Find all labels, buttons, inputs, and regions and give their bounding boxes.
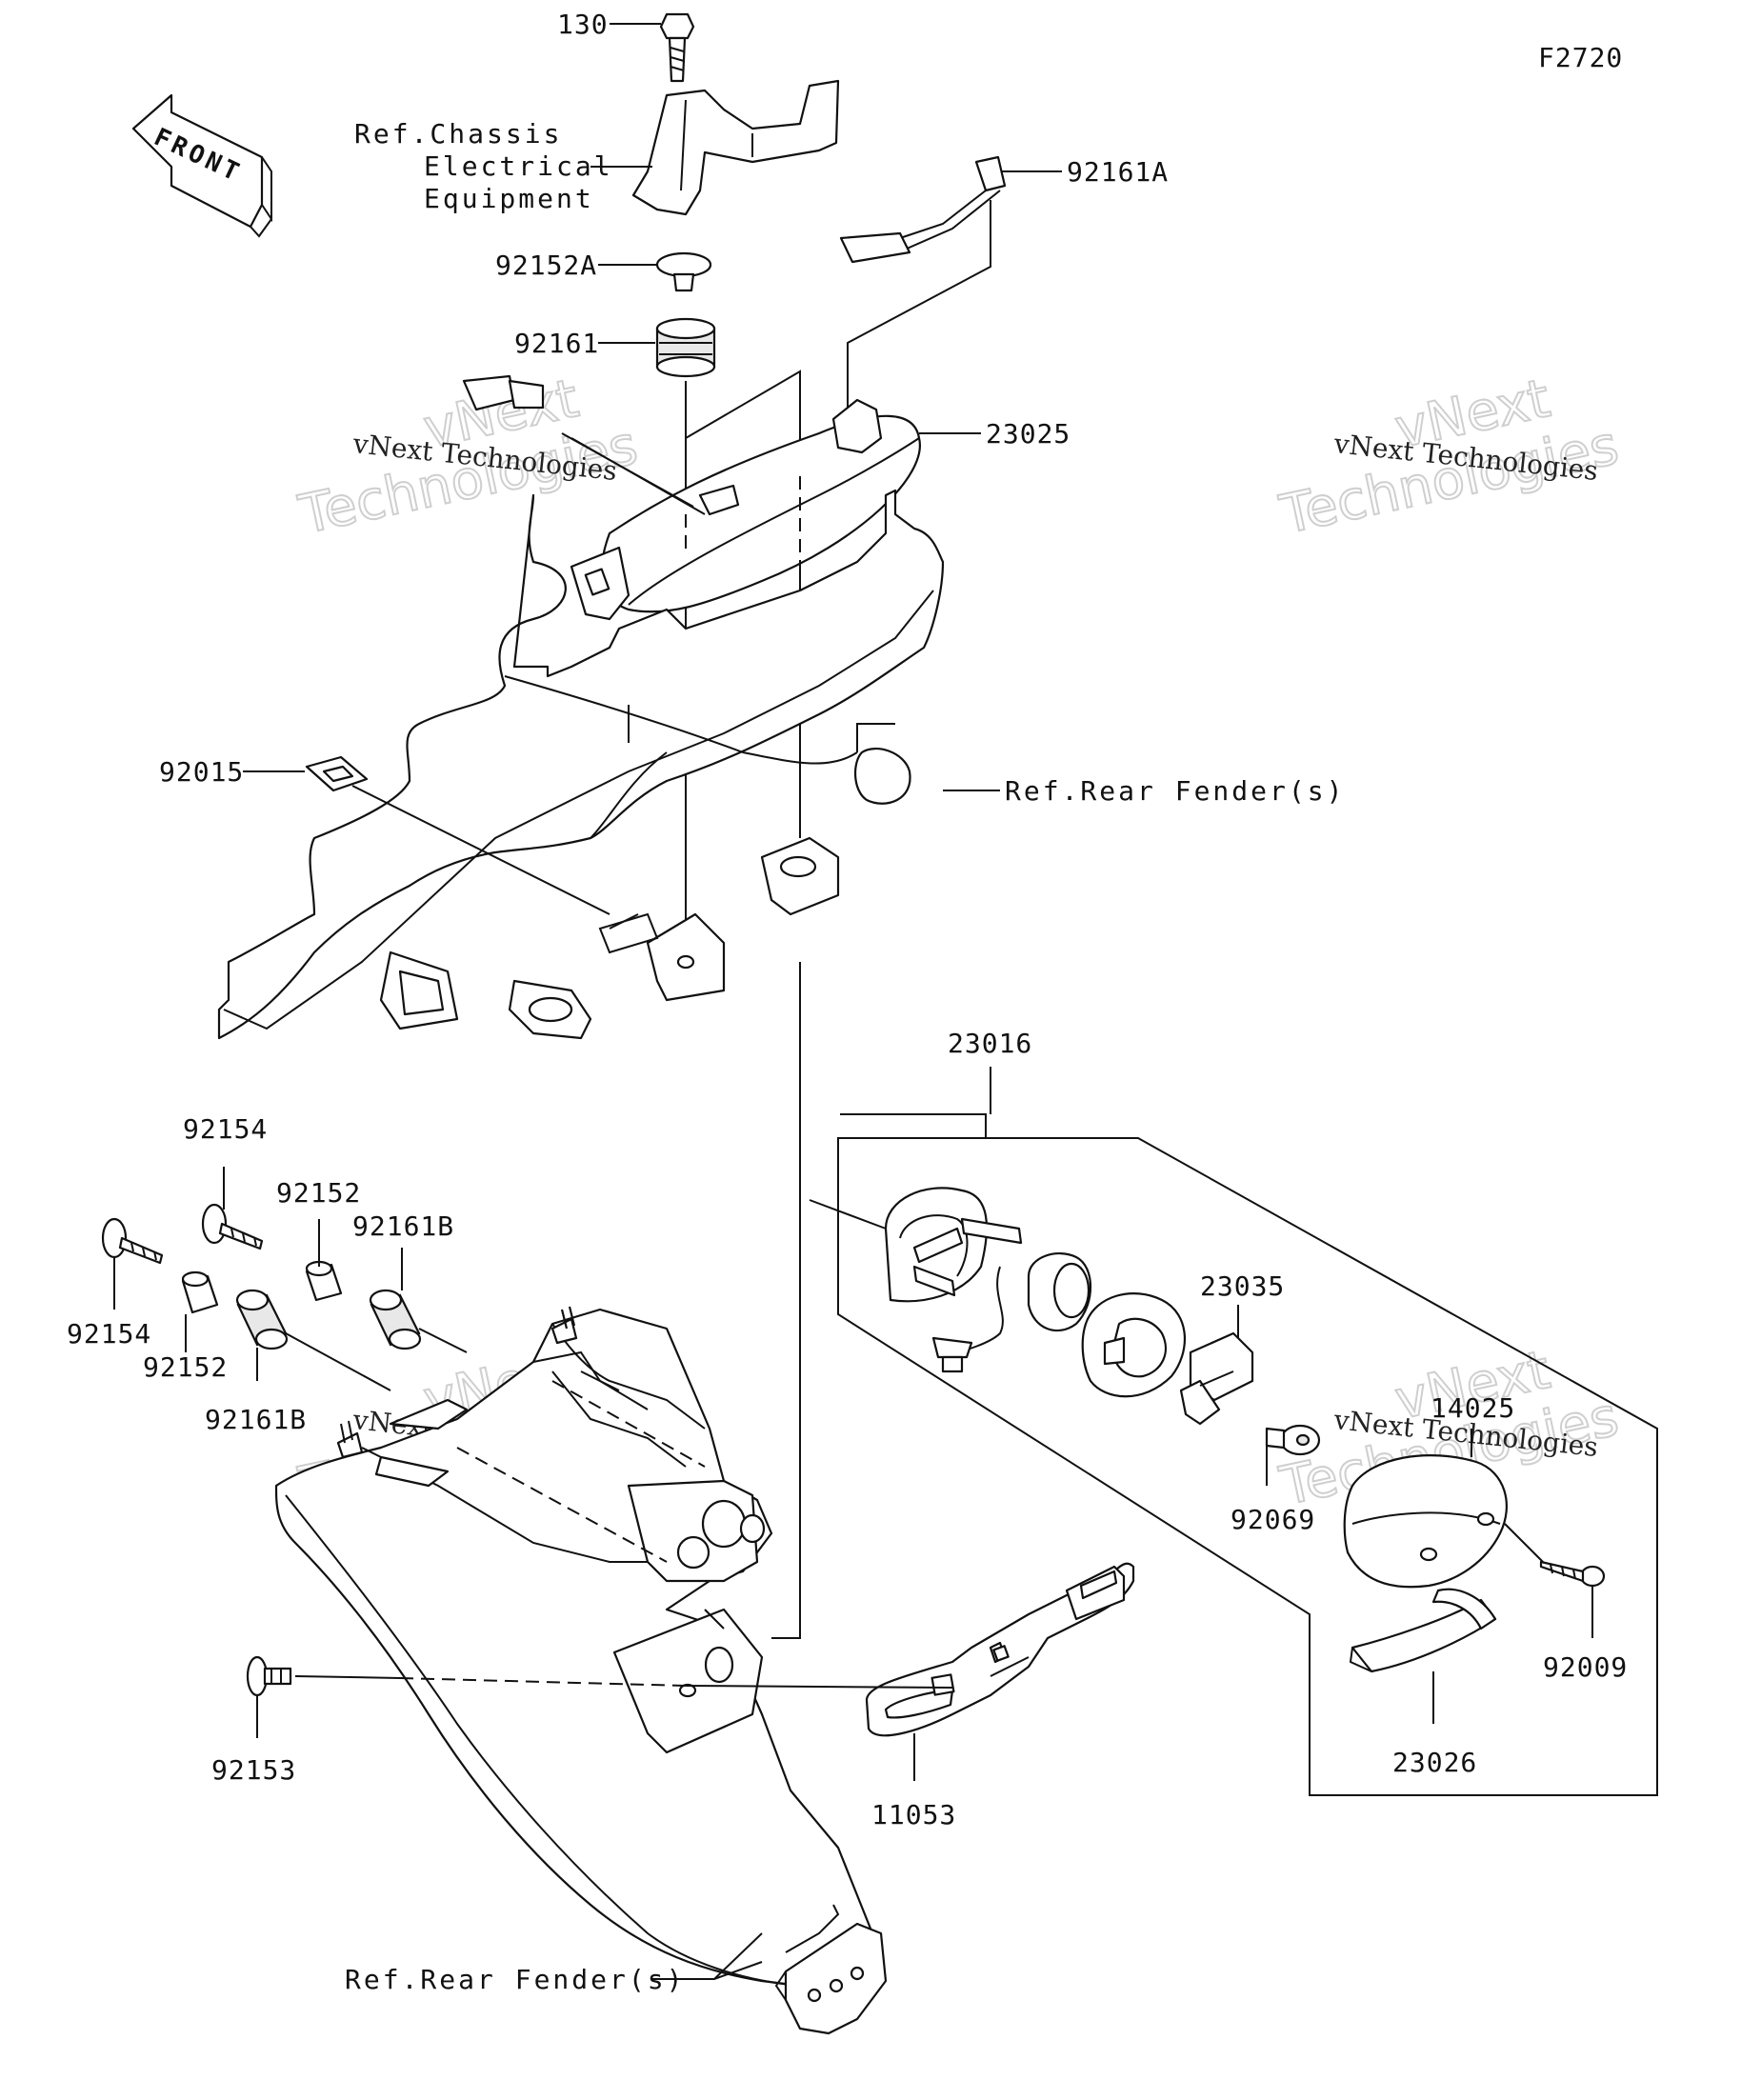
collar-92152-b	[305, 1260, 343, 1302]
label-92009: 92009	[1543, 1651, 1628, 1683]
bracket-11053	[865, 1562, 1135, 1737]
label-14025: 14025	[1431, 1392, 1515, 1424]
strap-92161a	[839, 155, 1007, 264]
label-92152-b: 92152	[143, 1351, 228, 1383]
ref-chassis-line3: Equipment	[424, 183, 594, 214]
chassis-bracket	[631, 79, 840, 216]
ref-chassis-line1: Ref.Chassis	[354, 118, 562, 150]
watermark-left: vNext Technologies vNext Technologies	[292, 367, 643, 548]
bolt-92154-b	[201, 1203, 264, 1250]
label-11053: 11053	[871, 1799, 956, 1830]
ref-rear-fender-bottom: Ref.Rear Fender(s)	[345, 1964, 685, 1995]
label-92161: 92161	[514, 328, 599, 359]
label-92154-a: 92154	[183, 1113, 268, 1145]
label-23035: 23035	[1200, 1270, 1285, 1302]
label-92015: 92015	[159, 756, 244, 788]
lens-23026	[1349, 1588, 1497, 1673]
label-92154-b: 92154	[67, 1318, 151, 1350]
lower-rear-fender	[274, 1306, 888, 2035]
grommet-92161b-b	[369, 1289, 422, 1350]
label-130: 130	[557, 9, 609, 40]
front-arrow-icon: FRONT	[131, 93, 272, 238]
label-23026: 23026	[1392, 1747, 1477, 1778]
grommet-92161b-a	[235, 1289, 289, 1350]
diagram-code: F2720	[1538, 42, 1623, 73]
bulb-socket	[931, 1252, 1092, 1373]
ref-chassis-line2: Electrical	[424, 150, 613, 182]
license-light-housing	[884, 1187, 1023, 1303]
label-92152a: 92152A	[495, 250, 597, 281]
label-92161b-a: 92161B	[352, 1210, 454, 1242]
label-23025: 23025	[986, 418, 1071, 450]
grommet-92161	[655, 317, 716, 378]
upper-rear-fender	[217, 489, 945, 1040]
collar-92152-a	[181, 1270, 219, 1314]
label-23016: 23016	[948, 1028, 1032, 1059]
label-92161a: 92161A	[1067, 156, 1169, 188]
tail-light-23025	[462, 374, 921, 621]
ref-rear-fender-top: Ref.Rear Fender(s)	[1005, 775, 1345, 807]
label-92153: 92153	[211, 1754, 296, 1786]
bulb-92069	[1265, 1424, 1321, 1456]
lens-holder	[1081, 1292, 1187, 1398]
collar-92152a	[655, 251, 712, 292]
screw-92009	[1539, 1560, 1606, 1588]
clip-23035	[1179, 1331, 1254, 1426]
watermark-right: vNext Technologies vNext Technologies	[1273, 367, 1624, 548]
label-92161b-b: 92161B	[205, 1404, 307, 1435]
bolt-92154-a	[101, 1217, 164, 1265]
clip-nut-92015	[305, 755, 369, 792]
label-92069: 92069	[1231, 1504, 1315, 1535]
bolt-130	[659, 12, 695, 83]
cover-14025	[1343, 1454, 1508, 1589]
label-92152-a: 92152	[276, 1177, 361, 1209]
bolt-92153	[246, 1655, 292, 1697]
